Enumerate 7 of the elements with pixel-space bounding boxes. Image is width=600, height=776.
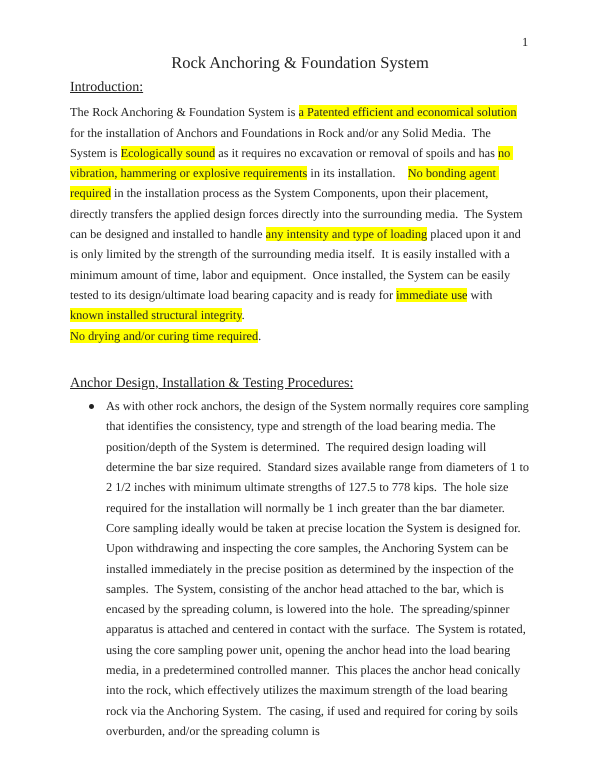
document-title: Rock Anchoring & Foundation System (170, 53, 430, 73)
section-heading: Anchor Design, Installation & Testing Procedures: (70, 374, 354, 393)
page-number: 1 (522, 34, 530, 51)
bullet-paragraph: As with other rock anchors, the design of the System normally requires core sampling that identifies the consistency, type and strength of the load bearing media. The position/depth of the System is determined. The required design loading will determine the bar size required. Standard sizes available range from diameters of 1 to 2 1/2 inches with minimum ultimate strengths of 127.5 to 778 kips. The hole size required for the installation will normally be 1 inch greater than the bar diameter. Core sampling ideally would be taken at precise location the System is designed for. Upon withdrawing and inspecting the core samples, the Anchoring System can be installed immediately in the precise position as determined by the inspection of the samples. The System, consisting of the anchor head attached to the bar, which is encased by the spreading column, is lowered into the hole. The spreading/spinner apparatus is attached and centered in contact with the surface. The System is rotated, using the core sampling power unit, opening the anchor head into the load bearing media, in a predetermined controlled manner. This places the anchor head conically into the rock, which effectively utilizes the maximum strength of the load bearing rock via the Anchoring System. The casing, if used and required for coring by soils overburden, and/or the spreading column is (106, 398, 530, 740)
paragraph: No drying and/or curing time required. (70, 328, 262, 345)
section-heading: Introduction: (70, 79, 144, 97)
paragraph: The Rock Anchoring & Foundation System is a Patented efficient and economical solution for the installation of Anchors and Foundations in Rock and/or any Solid Media. The System is Ecologically sound as it requires no excavation or removal of spoils and has no vibration, hammering or explosive requirements in its installation. No bonding agent required in the installation process as the System Components, upon their placement, directly transfers the applied design forces directly into the surrounding media. The System can be designed and installed to handle any intensity and type of loading placed upon it and is only limited by the strength of the surrounding media itself. It is easily installed with a minimum amount of time, labor and equipment. Once installed, the System can be easily tested to its design/ultimate load bearing capacity and is ready for immediate use with known installed structural integrity. (70, 104, 524, 324)
